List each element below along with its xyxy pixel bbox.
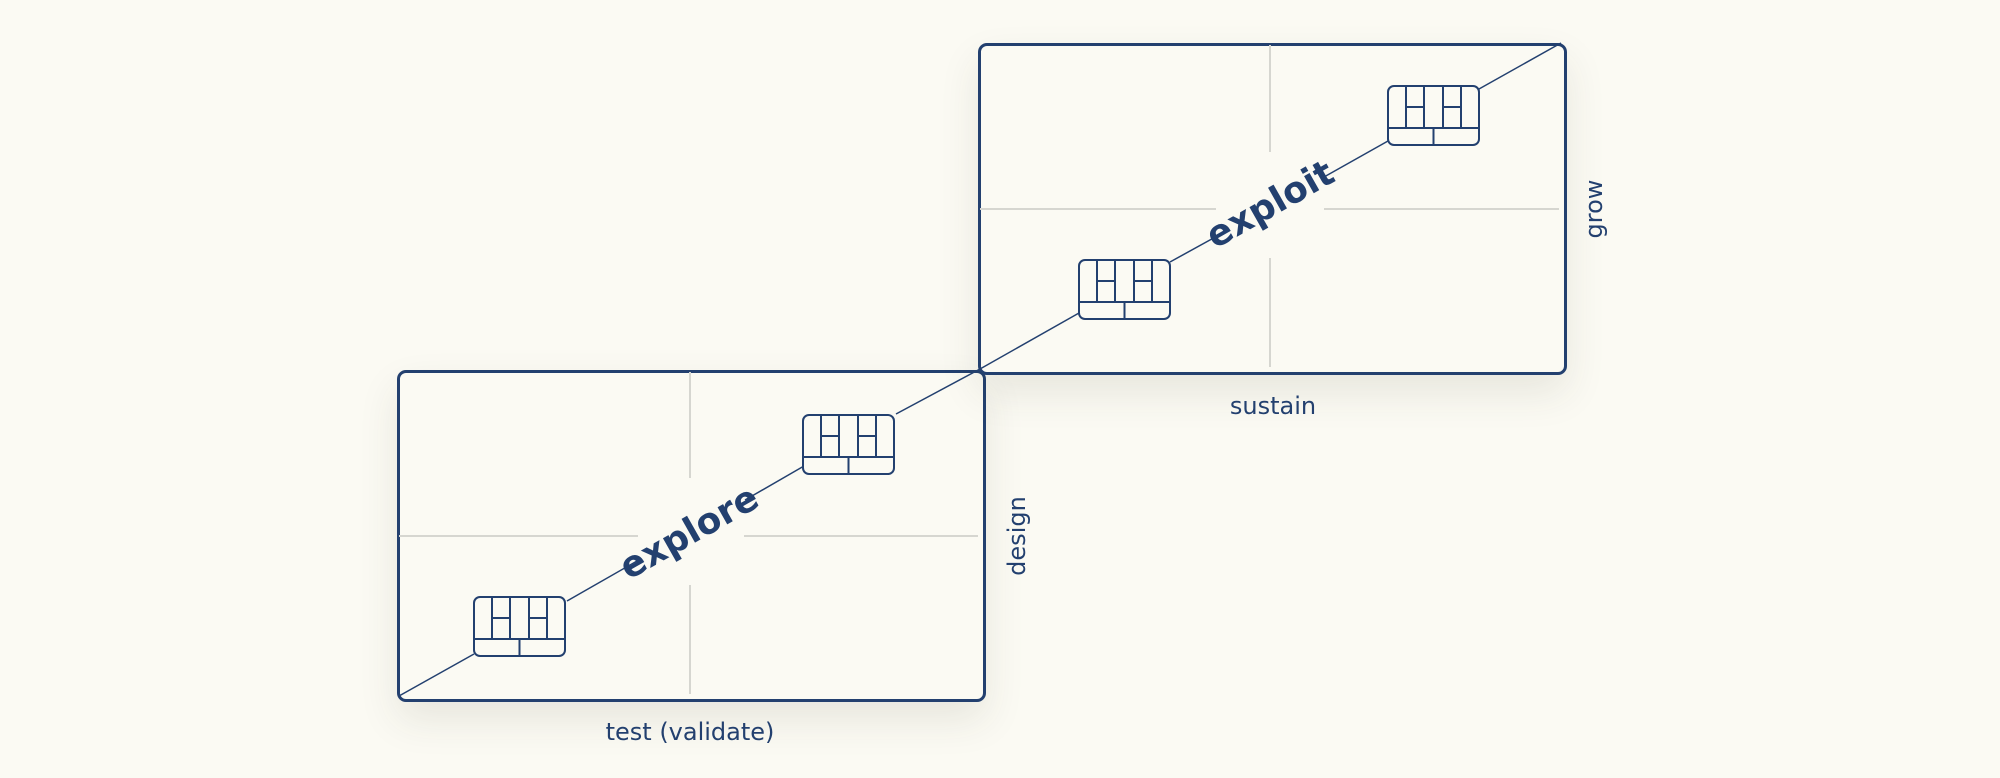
explore-y-axis-label: design bbox=[1003, 496, 1031, 576]
canvas-icon bbox=[1078, 259, 1171, 320]
exploit-x-axis-label: sustain bbox=[1230, 392, 1316, 420]
explore-x-axis-label: test (validate) bbox=[606, 718, 775, 746]
canvas-icon bbox=[1387, 85, 1480, 146]
explore-label: explore bbox=[613, 477, 766, 588]
exploit-quadrant-lines bbox=[980, 45, 1559, 367]
diagonal-path bbox=[398, 42, 1562, 697]
explore-quadrant-lines bbox=[399, 372, 978, 694]
exploit-y-axis-label: grow bbox=[1580, 180, 1608, 239]
exploit-label: exploit bbox=[1199, 152, 1341, 257]
canvas-icon bbox=[473, 596, 566, 657]
canvas-icon bbox=[802, 414, 895, 475]
